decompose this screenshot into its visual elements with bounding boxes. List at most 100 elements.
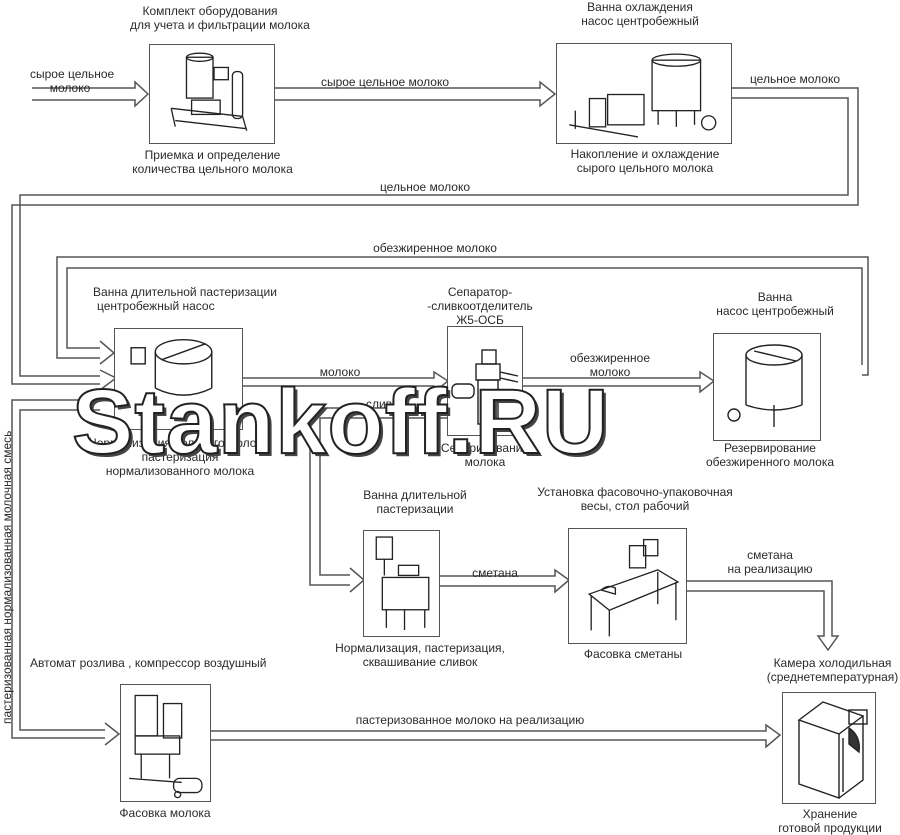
flow-sour-cream-sale-label: сметана на реализацию <box>715 548 825 576</box>
arrow-cream-head <box>349 567 366 593</box>
storage-process-line1: Хранение <box>802 807 858 821</box>
cream-vat-process-label: Нормализация, пастеризация, сквашивание … <box>330 641 510 669</box>
reception-process-line2: количества цельного молока <box>132 162 293 176</box>
flow-raw-in-line2: молоко <box>49 81 91 95</box>
cooling-equipment-line1: Ванна охлаждения <box>587 0 693 14</box>
arrow-raw-to-cooling <box>275 80 557 108</box>
arrow-skim-head <box>99 340 116 365</box>
reception-process-label: Приемка и определение количества цельног… <box>130 148 295 176</box>
milk-metering-filter-unit-icon <box>170 52 248 131</box>
flow-skim-to-reserve-line1: обезжиренное <box>569 351 650 365</box>
bottling-machine-icon <box>129 694 203 799</box>
skim-reserve-station[interactable] <box>713 333 821 441</box>
cooling-process-line1: Накопление и охлаждение <box>570 147 720 161</box>
cream-vat-equipment-line1: Ванна длительной <box>363 488 467 502</box>
milk-pack-process-label: Фасовка молока <box>119 806 211 820</box>
flow-skim-to-reserve-line2: молоко <box>589 365 631 379</box>
pasteurization-process-line2: пастеризация <box>141 450 219 464</box>
cream-vat-process-line1: Нормализация, пастеризация, <box>335 641 505 655</box>
cooling-equipment-label: Ванна охлаждения насос центробежный <box>555 0 725 28</box>
arrow-raw-in <box>32 80 150 108</box>
sour-cream-pack-equipment-line1: Установка фасовочно-упаковочная <box>537 485 733 499</box>
flow-skim-return-label: обезжиренное молоко <box>373 241 497 255</box>
sour-cream-pack-equipment-label: Установка фасовочно-упаковочная весы, ст… <box>525 485 745 513</box>
reception-station[interactable] <box>149 44 275 144</box>
storage-process-label: Хранение готовой продукции <box>770 807 890 835</box>
skim-reserve-process-line1: Резервирование <box>724 441 816 455</box>
arrow-sour-cream-sale <box>686 580 840 652</box>
arrow-past-milk-sale <box>210 723 782 749</box>
storage-process-line2: готовой продукции <box>778 821 882 835</box>
flow-raw-in-label: сырое цельное молоко <box>30 67 115 95</box>
separator-equipment-line3: Ж5-ОСБ <box>456 313 504 327</box>
cold-room-icon <box>797 701 868 799</box>
skim-reserve-equipment-label: Ванна насос центробежный <box>705 290 845 318</box>
separator-process-label: Сепарирование молока <box>430 441 540 469</box>
pipe-skim-return-inner <box>66 267 863 365</box>
arrow-mix-head <box>104 722 121 746</box>
sour-cream-pack-station[interactable] <box>568 528 687 644</box>
cream-separator-icon <box>451 349 519 425</box>
packing-table-icon <box>587 538 680 637</box>
pasteurization-process-line1: Нормализация цельного молока, <box>88 436 272 450</box>
pasteurization-equipment-label: Ванна длительной пастеризации центробежн… <box>85 285 285 313</box>
separator-process-line1: Сепарирование <box>440 441 530 455</box>
flow-sour-cream-label: сметана <box>472 566 518 580</box>
separator-equipment-label: Сепаратор- -сливкоотделитель Ж5-ОСБ <box>420 285 540 327</box>
flow-sour-cream-sale-line2: на реализацию <box>727 562 813 576</box>
pasteurization-equipment-line1: Ванна длительной пастеризации <box>93 285 277 299</box>
storage-station[interactable] <box>782 692 876 804</box>
flow-whole-out-label: цельное молоко <box>749 72 841 86</box>
reception-equipment-line2: для учета и фильтрации молока <box>130 18 310 32</box>
flow-cream-label: сливки <box>365 397 405 411</box>
pipe-whole-milk-outer <box>11 87 859 385</box>
pasteurization-process-line3: нормализованного молока <box>105 464 255 478</box>
skim-reserve-process-label: Резервирование обезжиренного молока <box>700 441 840 469</box>
storage-equipment-line2: (среднетемпературная) <box>766 670 899 684</box>
pipe-mix-outer <box>11 399 105 739</box>
pipe-mix-inner <box>19 409 105 731</box>
storage-equipment-label: Камера холодильная (среднетемпературная) <box>760 656 900 684</box>
flow-milk-to-sep-label: молоко <box>319 365 361 379</box>
separator-equipment-line1: Сепаратор- <box>447 285 513 299</box>
separator-station[interactable] <box>447 326 523 436</box>
pipe-skim-return-outer <box>56 256 869 376</box>
skim-reserve-equipment-line2: насос центробежный <box>716 304 834 318</box>
pasteurization-process-label: Нормализация цельного молока, пастеризац… <box>80 436 280 478</box>
separator-process-line2: молока <box>464 455 506 469</box>
cream-vat-process-line2: сквашивание сливок <box>362 655 478 669</box>
cooling-equipment-line2: насос центробежный <box>581 14 699 28</box>
milk-pack-equipment-label: Автомат розлива , компрессор воздушный <box>30 656 267 670</box>
watermark: Stankoff.RU <box>71 371 610 473</box>
flow-normalized-mix-label: пастеризованная нормализованная молочная… <box>0 430 14 724</box>
separator-equipment-line2: -сливкоотделитель <box>427 299 533 313</box>
cream-vat-icon <box>375 536 430 630</box>
skim-reserve-process-line2: обезжиренного молока <box>705 455 835 469</box>
cream-vat-station[interactable] <box>363 530 440 637</box>
cooling-process-line2: сырого цельного молока <box>576 161 714 175</box>
pasteurization-station[interactable] <box>114 328 243 430</box>
cooling-station[interactable] <box>556 43 732 144</box>
flow-skim-to-reserve-label: обезжиренное молоко <box>560 351 660 379</box>
cream-vat-equipment-line2: пастеризации <box>376 502 454 516</box>
pasteurization-equipment-line2: центробежный насос <box>97 299 215 313</box>
cream-vat-equipment-label: Ванна длительной пастеризации <box>350 488 480 516</box>
pipe-whole-milk-inner <box>19 97 849 377</box>
reception-equipment-line1: Комплект оборудования <box>142 4 278 18</box>
pipe-cream-inner <box>319 417 447 576</box>
flow-sour-cream-sale-line1: сметана <box>747 548 793 562</box>
cooling-process-label: Накопление и охлаждение сырого цельного … <box>560 147 730 175</box>
milk-pack-station[interactable] <box>120 684 211 802</box>
flow-raw-in-line1: сырое цельное <box>30 67 115 81</box>
sour-cream-pack-process-label: Фасовка сметаны <box>583 647 683 661</box>
reception-equipment-label: Комплект оборудования для учета и фильтр… <box>130 4 310 32</box>
sour-cream-pack-equipment-line2: весы, стол рабочий <box>580 499 690 513</box>
flow-whole-return-label: цельное молоко <box>379 180 471 194</box>
flow-raw-to-cooling-label: сырое цельное молоко <box>320 75 450 89</box>
pipe-cream-outer <box>309 407 447 586</box>
pasteurization-vat-icon <box>130 338 213 396</box>
reserve-tank-icon <box>727 344 803 427</box>
storage-equipment-line1: Камера холодильная <box>773 656 892 670</box>
flow-past-milk-sale-label: пастеризованное молоко на реализацию <box>355 713 585 727</box>
skim-reserve-equipment-line1: Ванна <box>757 290 793 304</box>
